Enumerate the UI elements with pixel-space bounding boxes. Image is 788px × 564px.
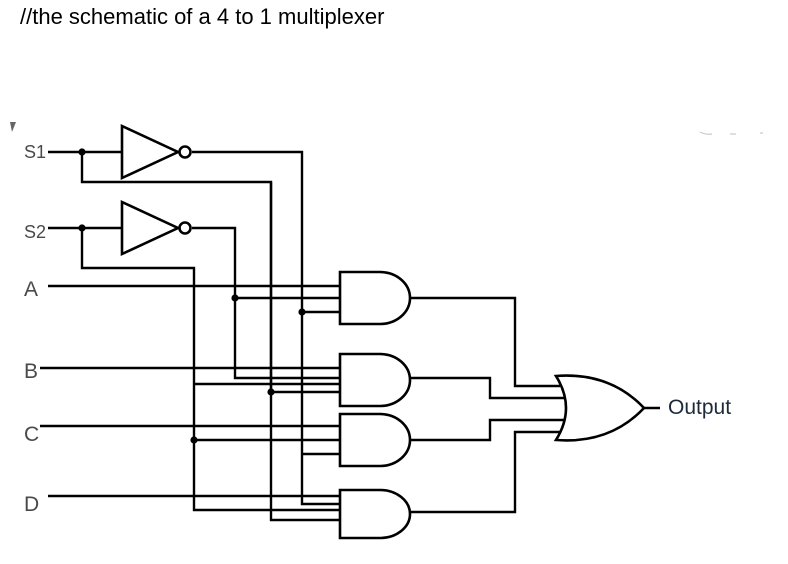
not-gate-s2-body	[120, 199, 182, 257]
input-label-c: C	[24, 423, 39, 446]
input-label-s2: S2	[24, 222, 46, 242]
wire-and2-out	[410, 376, 570, 400]
not-gate-s2	[120, 199, 192, 257]
and-gate-1	[338, 270, 412, 326]
or-gate	[553, 374, 646, 442]
wires	[40, 150, 660, 522]
output-label: Output	[668, 396, 731, 419]
junction-s1	[78, 148, 86, 156]
wire-s1-not-to-and4	[300, 312, 340, 506]
input-label-b: B	[24, 360, 38, 383]
wire-s2-true	[80, 228, 340, 512]
not-gate-s1-body	[120, 123, 182, 181]
junction-s2-true	[190, 436, 198, 444]
input-label-d: D	[24, 493, 39, 516]
junction-s2-not	[231, 294, 239, 302]
not-gate-s1-bubble	[178, 145, 192, 159]
and-gate-4	[338, 488, 412, 540]
input-label-s1: S1	[24, 142, 46, 162]
not-gate-s1	[120, 123, 192, 181]
junctions	[78, 148, 306, 444]
wire-and3-out	[410, 418, 570, 442]
wire-and1-out	[410, 296, 560, 388]
wire-s1-not	[192, 150, 340, 314]
junction-s1-not	[298, 308, 306, 316]
diagram-caption: //the schematic of a 4 to 1 multiplexer	[20, 4, 385, 29]
scan-artifact-mark	[10, 122, 16, 132]
scan-artifact-marks	[699, 131, 763, 135]
and-gate-3	[338, 412, 412, 468]
junction-s2	[78, 224, 86, 232]
wire-and4-out	[410, 430, 560, 514]
not-gate-s2-bubble	[178, 221, 192, 235]
input-label-a: A	[24, 278, 38, 301]
wire-s2-not	[192, 226, 340, 380]
junction-s1-true	[267, 388, 275, 396]
and-gate-2	[338, 352, 412, 408]
